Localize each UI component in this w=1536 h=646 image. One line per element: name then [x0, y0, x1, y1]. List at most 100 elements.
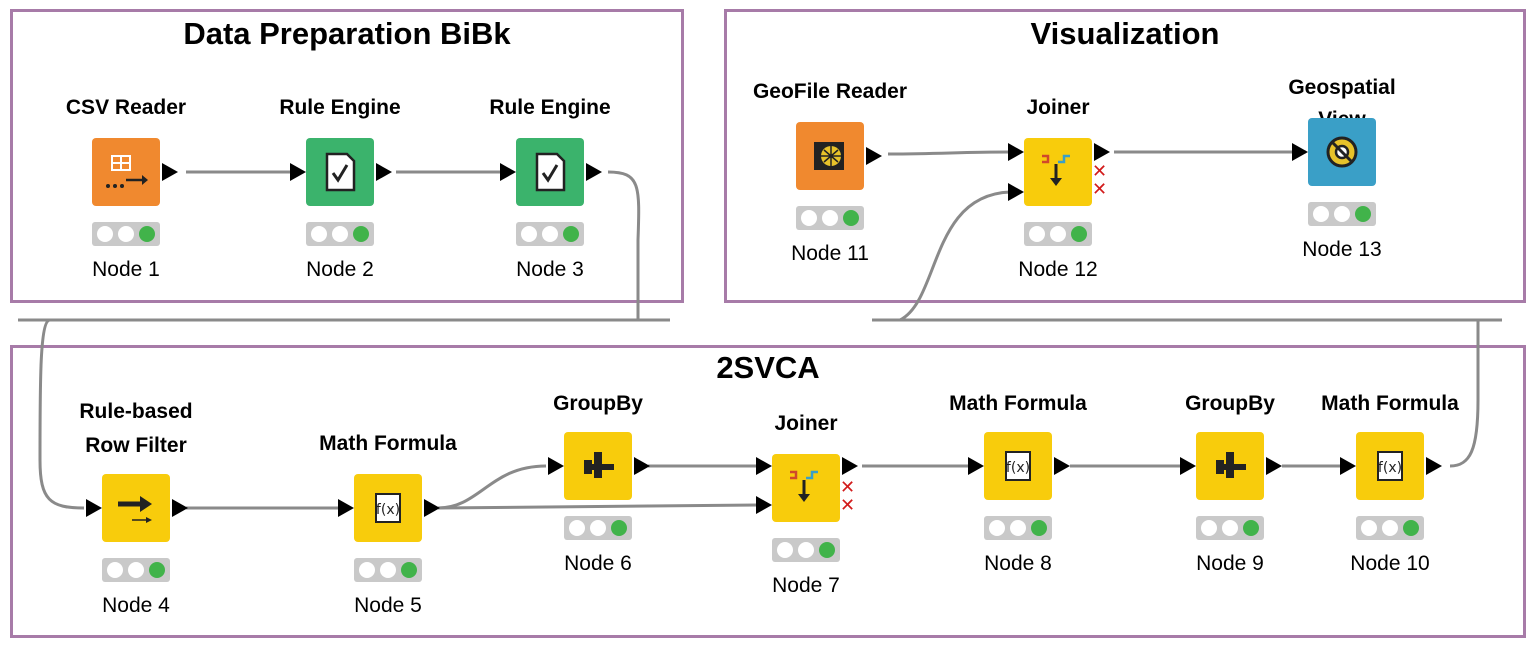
node-label[interactable]: Node 9: [1196, 552, 1264, 575]
status-dot: [128, 562, 144, 578]
node-icon-body[interactable]: f(x): [984, 432, 1052, 500]
node-icon-body[interactable]: [306, 138, 374, 206]
input-port[interactable]: [756, 496, 772, 514]
output-port[interactable]: [634, 457, 650, 475]
node-icon-body[interactable]: [772, 454, 840, 522]
node-geospatial-view[interactable]: Geospatial View Node 13: [1262, 72, 1422, 272]
input-port[interactable]: [968, 457, 984, 475]
status-lights: [354, 558, 422, 582]
status-dot-executed: [1071, 226, 1087, 242]
node-icon-body[interactable]: [516, 138, 584, 206]
output-port[interactable]: [162, 163, 178, 181]
node-icon-body[interactable]: [1196, 432, 1264, 500]
node-label[interactable]: Node 12: [1018, 258, 1098, 281]
groupby-icon: [584, 452, 614, 478]
status-lights: [102, 558, 170, 582]
node-label[interactable]: Node 4: [102, 594, 170, 617]
input-port[interactable]: [86, 499, 102, 517]
status-dot: [989, 520, 1005, 536]
output-port[interactable]: [1054, 457, 1070, 475]
input-port[interactable]: [500, 163, 516, 181]
node-label[interactable]: Node 10: [1350, 552, 1430, 575]
fx-icon: f(x): [1005, 451, 1031, 481]
input-port[interactable]: [290, 163, 306, 181]
node-title: CSV Reader: [65, 96, 187, 119]
status-dot: [97, 226, 113, 242]
node-label[interactable]: Node 3: [516, 258, 584, 281]
annotation-title: Visualization: [1030, 16, 1220, 51]
svg-text:f(x): f(x): [1006, 460, 1030, 476]
node-joiner[interactable]: Joiner ✕✕ Node 7: [726, 408, 886, 608]
node-geofile-reader[interactable]: GeoFile Reader Node 11: [750, 76, 910, 276]
input-port[interactable]: [1180, 457, 1196, 475]
node-icon-body[interactable]: [1024, 138, 1092, 206]
status-dot-executed: [1243, 520, 1259, 536]
node-rule-based-row-filter[interactable]: Rule-based Row Filter Node 4: [56, 396, 216, 626]
input-port[interactable]: [1008, 143, 1024, 161]
fx-icon: f(x): [1377, 451, 1403, 481]
node-icon-body[interactable]: [102, 474, 170, 542]
status-lights: [772, 538, 840, 562]
status-dot: [1050, 226, 1066, 242]
status-dot-executed: [563, 226, 579, 242]
status-dot: [1382, 520, 1398, 536]
node-title: Joiner: [774, 412, 838, 435]
node-math-formula[interactable]: Math Formula f(x) Node 8: [938, 388, 1098, 588]
node-title: Math Formula: [319, 432, 457, 455]
node-icon-body[interactable]: [796, 122, 864, 190]
status-dot: [1029, 226, 1045, 242]
annotation-2svca: 2SVCA: [10, 345, 1526, 638]
connection-n11-n12: [887, 150, 1011, 156]
input-port[interactable]: [1008, 183, 1024, 201]
node-label[interactable]: Node 5: [354, 594, 422, 617]
node-icon-body[interactable]: [1308, 118, 1376, 186]
status-dot: [359, 562, 375, 578]
output-port[interactable]: [842, 457, 858, 475]
status-dot: [777, 542, 793, 558]
output-port[interactable]: [376, 163, 392, 181]
input-port[interactable]: [1292, 143, 1308, 161]
joiner-icon: [1042, 154, 1070, 186]
input-port[interactable]: [338, 499, 354, 517]
node-label[interactable]: Node 1: [92, 258, 160, 281]
node-csv-reader[interactable]: CSV Reader Node 1: [46, 92, 206, 292]
node-groupby[interactable]: GroupBy Node 6: [518, 388, 678, 588]
node-label[interactable]: Node 7: [772, 574, 840, 597]
inactive-port-icon: ✕✕: [840, 477, 856, 515]
node-label[interactable]: Node 6: [564, 552, 632, 575]
input-port[interactable]: [548, 457, 564, 475]
node-icon-body[interactable]: f(x): [354, 474, 422, 542]
node-math-formula[interactable]: Math Formula f(x) Node 10: [1310, 388, 1470, 588]
node-label[interactable]: Node 8: [984, 552, 1052, 575]
input-port[interactable]: [756, 457, 772, 475]
node-title: Rule Engine: [489, 96, 611, 119]
status-dot-executed: [843, 210, 859, 226]
output-port[interactable]: [172, 499, 188, 517]
node-joiner[interactable]: Joiner ✕✕ Node 12: [978, 92, 1138, 292]
node-icon-body[interactable]: [92, 138, 160, 206]
node-label[interactable]: Node 13: [1302, 238, 1382, 261]
node-label[interactable]: Node 2: [306, 258, 374, 281]
node-title-line-2: Row Filter: [85, 434, 187, 457]
node-groupby[interactable]: GroupBy Node 9: [1150, 388, 1310, 588]
node-icon-body[interactable]: [564, 432, 632, 500]
output-port[interactable]: [1426, 457, 1442, 475]
node-rule-engine[interactable]: Rule Engine Node 2: [260, 92, 420, 292]
node-label[interactable]: Node 11: [791, 242, 869, 265]
table-arrow-icon: [106, 155, 148, 188]
output-port[interactable]: [586, 163, 602, 181]
output-port[interactable]: [1094, 143, 1110, 161]
output-port[interactable]: [866, 147, 882, 165]
output-port[interactable]: [1266, 457, 1282, 475]
node-rule-engine[interactable]: Rule Engine Node 3: [470, 92, 630, 292]
node-math-formula[interactable]: Math Formula f(x) Node 5: [308, 428, 468, 628]
output-port[interactable]: [424, 499, 440, 517]
node-title: GroupBy: [553, 392, 643, 415]
input-port[interactable]: [1340, 457, 1356, 475]
status-dot: [1334, 206, 1350, 222]
node-icon-body[interactable]: f(x): [1356, 432, 1424, 500]
node-title: Joiner: [1026, 96, 1090, 119]
status-lights: [516, 222, 584, 246]
svg-text:f(x): f(x): [1378, 460, 1402, 476]
